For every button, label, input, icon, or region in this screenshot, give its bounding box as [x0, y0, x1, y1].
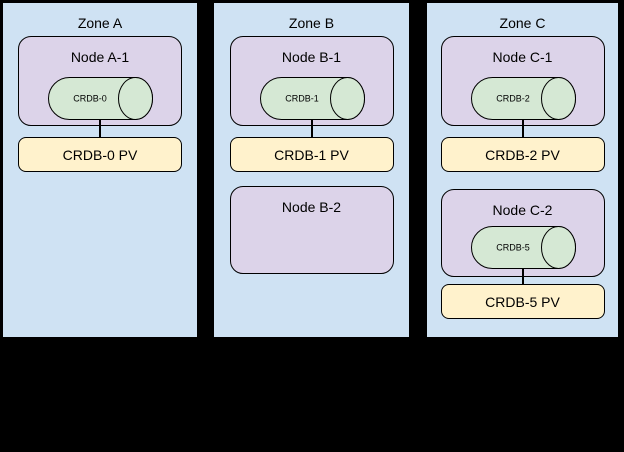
zone-a-label: Zone A: [77, 15, 123, 31]
node-c1-label: Node C-1: [492, 49, 553, 65]
node-a1-label: Node A-1: [70, 49, 130, 65]
pv-crdb-5-label: CRDB-5 PV: [485, 293, 560, 310]
pod-crdb-2-label: CRDB-2: [496, 94, 530, 104]
node-b1-label: Node B-1: [281, 49, 342, 65]
pv-crdb-1-label: CRDB-1 PV: [274, 146, 349, 163]
pv-crdb-5: CRDB-5 PV: [440, 284, 605, 319]
node-b2-label: Node B-2: [281, 199, 342, 215]
pv-crdb-1: CRDB-1 PV: [229, 137, 394, 172]
pod-crdb-5-cylinder-icon: CRDB-5: [470, 226, 576, 269]
zone-c-label: Zone C: [499, 15, 546, 31]
pv-crdb-0-label: CRDB-0 PV: [62, 146, 138, 163]
node-c1: Node C-1 CRDB-2: [440, 36, 605, 126]
pod-pv-connector: [521, 268, 524, 284]
zone-a: Zone A Node A-1 CRDB-0 CRDB-0 PV: [2, 2, 198, 338]
pod-pv-connector: [310, 119, 313, 137]
pod-crdb-2-cylinder-icon: CRDB-2: [470, 77, 576, 120]
pv-crdb-2: CRDB-2 PV: [440, 137, 605, 172]
pv-crdb-2-label: CRDB-2 PV: [485, 146, 560, 163]
node-a1: Node A-1 CRDB-0: [18, 36, 182, 126]
node-b2: Node B-2: [229, 186, 394, 274]
node-c2: Node C-2 CRDB-5: [440, 189, 605, 277]
pv-crdb-0: CRDB-0 PV: [18, 137, 182, 172]
pod-crdb-0-label: CRDB-0: [73, 94, 107, 104]
pod-pv-connector: [521, 119, 524, 137]
zone-b-label: Zone B: [288, 15, 335, 31]
zone-c: Zone C Node C-1 CRDB-2 CRDB-2 PV Node C-…: [426, 2, 619, 338]
node-c2-label: Node C-2: [492, 202, 553, 218]
pod-crdb-5-label: CRDB-5: [496, 243, 530, 253]
zone-b: Zone B Node B-1 CRDB-1 CRDB-1 PV Node B-…: [213, 2, 410, 338]
pod-crdb-1-cylinder-icon: CRDB-1: [259, 77, 365, 120]
pod-crdb-0-cylinder-icon: CRDB-0: [48, 77, 153, 120]
pod-crdb-1-label: CRDB-1: [285, 94, 319, 104]
pod-pv-connector: [99, 119, 101, 137]
node-b1: Node B-1 CRDB-1: [229, 36, 394, 126]
